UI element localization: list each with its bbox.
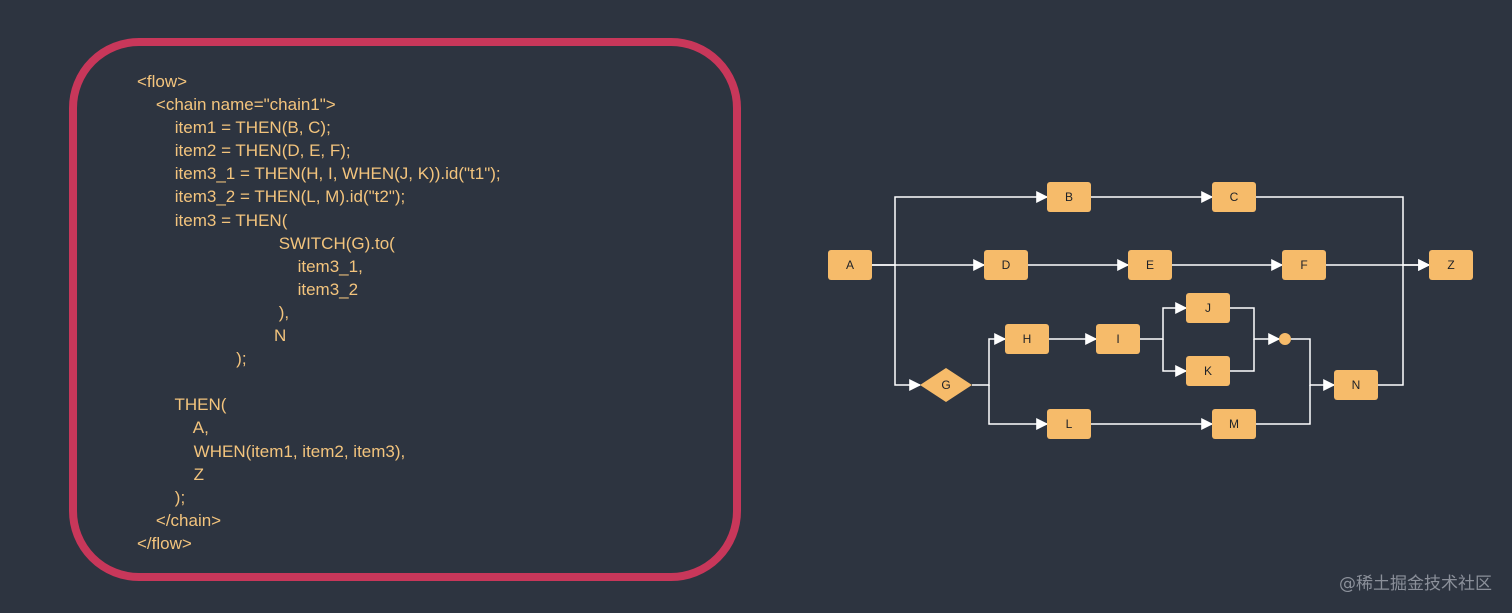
- code-line: item3_2: [137, 279, 359, 299]
- node-j: J: [1186, 293, 1230, 323]
- node-shape: [1282, 250, 1326, 280]
- node-label: E: [1146, 258, 1154, 272]
- code-line: A,: [137, 418, 209, 438]
- edge-join-n: [1291, 338, 1336, 391]
- code-line: item1 = THEN(B, C);: [137, 118, 331, 138]
- edges-layer: [872, 191, 1431, 430]
- node-z: Z: [1429, 250, 1473, 280]
- node-label: F: [1300, 258, 1307, 272]
- node-shape: [1429, 250, 1473, 280]
- code-line: <flow>: [137, 72, 188, 91]
- node-shape: [984, 250, 1028, 280]
- code-block: <flow> <chain name="chain1"> item1 = THE…: [137, 70, 501, 555]
- edge-n-z: [1378, 265, 1404, 386]
- node-a: A: [828, 250, 872, 280]
- edge-i-j: [1140, 302, 1188, 340]
- code-line: N: [137, 326, 287, 346]
- node-label: M: [1229, 417, 1239, 431]
- node-label: H: [1023, 332, 1032, 346]
- edge-c-z: [1256, 196, 1431, 271]
- node-label: I: [1116, 332, 1119, 346]
- nodes-layer: A B C D E F Z G H I J K L M N: [828, 182, 1473, 439]
- code-line: item2 = THEN(D, E, F);: [137, 141, 351, 161]
- node-label: A: [846, 258, 854, 272]
- node-shape: [1128, 250, 1172, 280]
- watermark: @稀土掘金技术社区: [1339, 574, 1492, 594]
- node-shape: [1212, 182, 1256, 212]
- node-shape: [1005, 324, 1049, 354]
- edge-m-n: [1256, 385, 1311, 425]
- node-shape: [828, 250, 872, 280]
- node-shape: [1096, 324, 1140, 354]
- node-shape: [1186, 356, 1230, 386]
- node-join: [1279, 333, 1291, 345]
- node-label: L: [1066, 417, 1073, 431]
- edge-j-join: [1230, 307, 1281, 345]
- code-line: );: [137, 349, 247, 369]
- node-shape: [1047, 182, 1091, 212]
- code-line: item3_1,: [137, 256, 363, 276]
- node-g: G: [920, 368, 972, 402]
- code-line: );: [137, 487, 186, 507]
- node-label: B: [1065, 190, 1073, 204]
- node-b: B: [1047, 182, 1091, 212]
- node-e: E: [1128, 250, 1172, 280]
- edge-g-h: [972, 333, 1007, 386]
- node-shape: [1334, 370, 1378, 400]
- node-label: D: [1002, 258, 1011, 272]
- node-f: F: [1282, 250, 1326, 280]
- code-line: WHEN(item1, item2, item3),: [137, 441, 406, 461]
- node-d: D: [984, 250, 1028, 280]
- node-label: G: [941, 378, 950, 392]
- code-line: ),: [137, 302, 290, 322]
- code-line: item3_2 = THEN(L, M).id("t2");: [137, 187, 406, 207]
- edge-i-k: [1162, 339, 1188, 377]
- edge-k-join: [1230, 339, 1255, 372]
- node-shape: [920, 368, 972, 402]
- node-shape: [1212, 409, 1256, 439]
- node-i: I: [1096, 324, 1140, 354]
- node-m: M: [1212, 409, 1256, 439]
- node-n: N: [1334, 370, 1378, 400]
- node-label: C: [1230, 190, 1239, 204]
- node-c: C: [1212, 182, 1256, 212]
- code-line: SWITCH(G).to(: [137, 233, 395, 253]
- node-label: K: [1204, 364, 1212, 378]
- edge-a-g: [894, 265, 922, 391]
- node-shape: [1279, 333, 1291, 345]
- node-shape: [1047, 409, 1091, 439]
- node-shape: [1186, 293, 1230, 323]
- code-line: </flow>: [137, 533, 192, 553]
- edge-g-l: [988, 385, 1049, 430]
- code-line: Z: [137, 464, 205, 484]
- code-line: item3_1 = THEN(H, I, WHEN(J, K)).id("t1"…: [137, 164, 501, 184]
- node-l: L: [1047, 409, 1091, 439]
- code-line: </chain>: [137, 510, 222, 530]
- node-label: N: [1352, 378, 1361, 392]
- node-k: K: [1186, 356, 1230, 386]
- code-line: THEN(: [137, 395, 227, 415]
- code-line: <chain name="chain1">: [137, 95, 336, 115]
- code-line: item3 = THEN(: [137, 210, 288, 230]
- node-label: J: [1205, 301, 1211, 315]
- node-label: Z: [1447, 258, 1454, 272]
- code-panel: <flow> <chain name="chain1"> item1 = THE…: [69, 38, 741, 581]
- node-h: H: [1005, 324, 1049, 354]
